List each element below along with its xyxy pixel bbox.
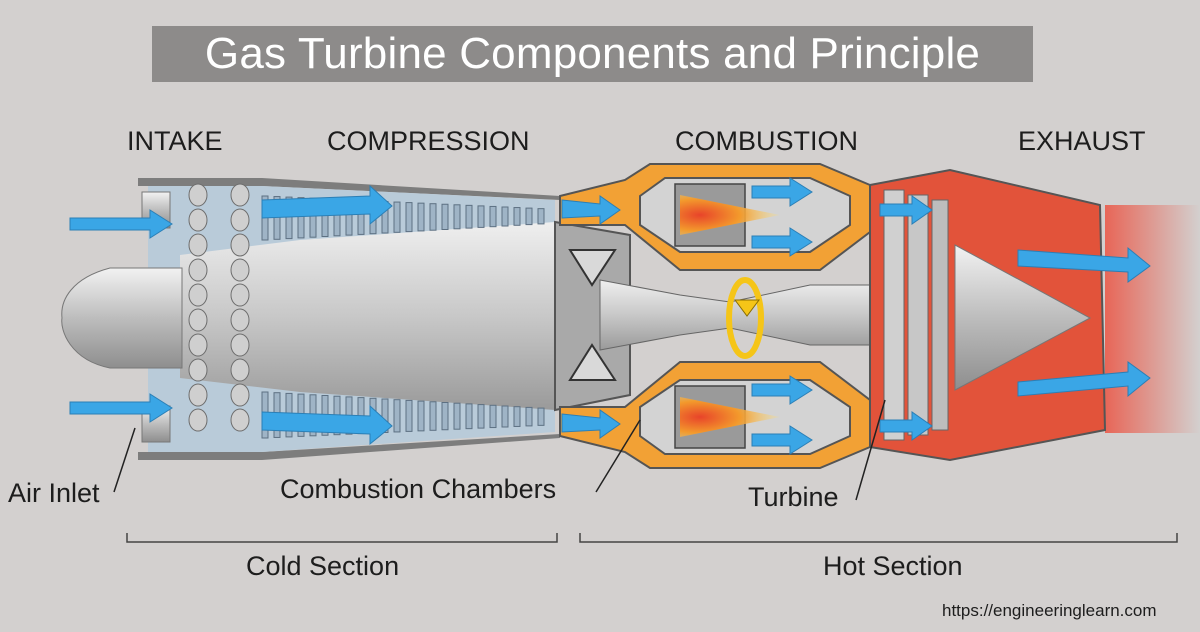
compressor-blade — [525, 406, 533, 427]
fan-blade — [188, 383, 208, 407]
fan-blade — [188, 408, 208, 432]
compressor-blade — [537, 407, 545, 426]
engine-casing — [138, 178, 560, 460]
fan-blade — [230, 383, 250, 407]
compressor-blade — [513, 207, 521, 226]
source-url: https://engineeringlearn.com — [942, 601, 1157, 620]
fan-blade — [188, 258, 208, 282]
fan-blade — [230, 258, 250, 282]
title-background — [152, 26, 1033, 82]
fan-blade — [230, 358, 250, 382]
intake-fan-blades — [188, 183, 250, 432]
leader-lines — [113, 399, 886, 501]
compressor-blade — [417, 400, 425, 432]
compressor-blade — [297, 197, 305, 239]
fan-blade — [230, 408, 250, 432]
compressor-blade — [453, 204, 461, 230]
section-brackets — [126, 533, 1178, 543]
fan-blade — [230, 233, 250, 257]
airflow-arrows — [69, 177, 1151, 455]
bearing-housing — [554, 220, 631, 412]
compressor-blade — [429, 203, 437, 231]
fan-blade — [188, 208, 208, 232]
stage-label-exhaust: EXHAUST — [1018, 126, 1146, 156]
compressor-blade — [477, 404, 485, 429]
exhaust-plume — [1105, 205, 1200, 433]
compressor-blade — [489, 404, 497, 429]
compressor-blade — [465, 204, 473, 229]
page-title: Gas Turbine Components and Principle — [204, 29, 981, 78]
stage-label-combustion: COMBUSTION — [675, 126, 859, 156]
compressor-blade — [465, 403, 473, 430]
fan-blade — [230, 308, 250, 332]
compressor-blade — [417, 202, 425, 232]
fan-blade — [230, 333, 250, 357]
compressor-blade — [525, 207, 533, 226]
fan-blade — [188, 333, 208, 357]
fan-blade — [230, 208, 250, 232]
compressor-blade — [501, 206, 509, 227]
stage-label-intake: INTAKE — [127, 126, 223, 156]
compressor-blade — [513, 406, 521, 427]
compressor-blade — [477, 205, 485, 228]
fan-blade — [188, 308, 208, 332]
compressor-blade — [393, 399, 401, 433]
compressor-blade — [393, 201, 401, 233]
main-shaft — [599, 279, 891, 351]
fan-blade — [230, 183, 250, 207]
compressor-blade — [501, 405, 509, 428]
compressor-blade — [489, 205, 497, 228]
section-label-hot: Hot Section — [823, 551, 963, 581]
compressor-drum — [180, 222, 555, 410]
compressor-blade — [429, 401, 437, 431]
compressor-blade — [285, 196, 293, 240]
fan-blade — [188, 233, 208, 257]
compressor-blade — [405, 399, 413, 432]
section-label-cold: Cold Section — [246, 551, 400, 581]
fan-blade — [188, 358, 208, 382]
compressor-blade — [381, 398, 389, 433]
compressor-blade — [405, 202, 413, 233]
fan-blade — [188, 283, 208, 307]
part-label-combustion-chambers: Combustion Chambers — [280, 474, 557, 504]
compressor-blade — [441, 203, 449, 230]
compressor-blade — [441, 402, 449, 431]
fan-blade — [188, 183, 208, 207]
fan-blade — [230, 283, 250, 307]
part-label-turbine: Turbine — [748, 482, 839, 512]
compressor-blade — [537, 208, 545, 225]
stage-label-compression: COMPRESSION — [327, 126, 530, 156]
shaft-rotation-arrow — [726, 277, 764, 359]
part-label-air-inlet: Air Inlet — [8, 478, 100, 508]
compressor-blade — [453, 402, 461, 430]
